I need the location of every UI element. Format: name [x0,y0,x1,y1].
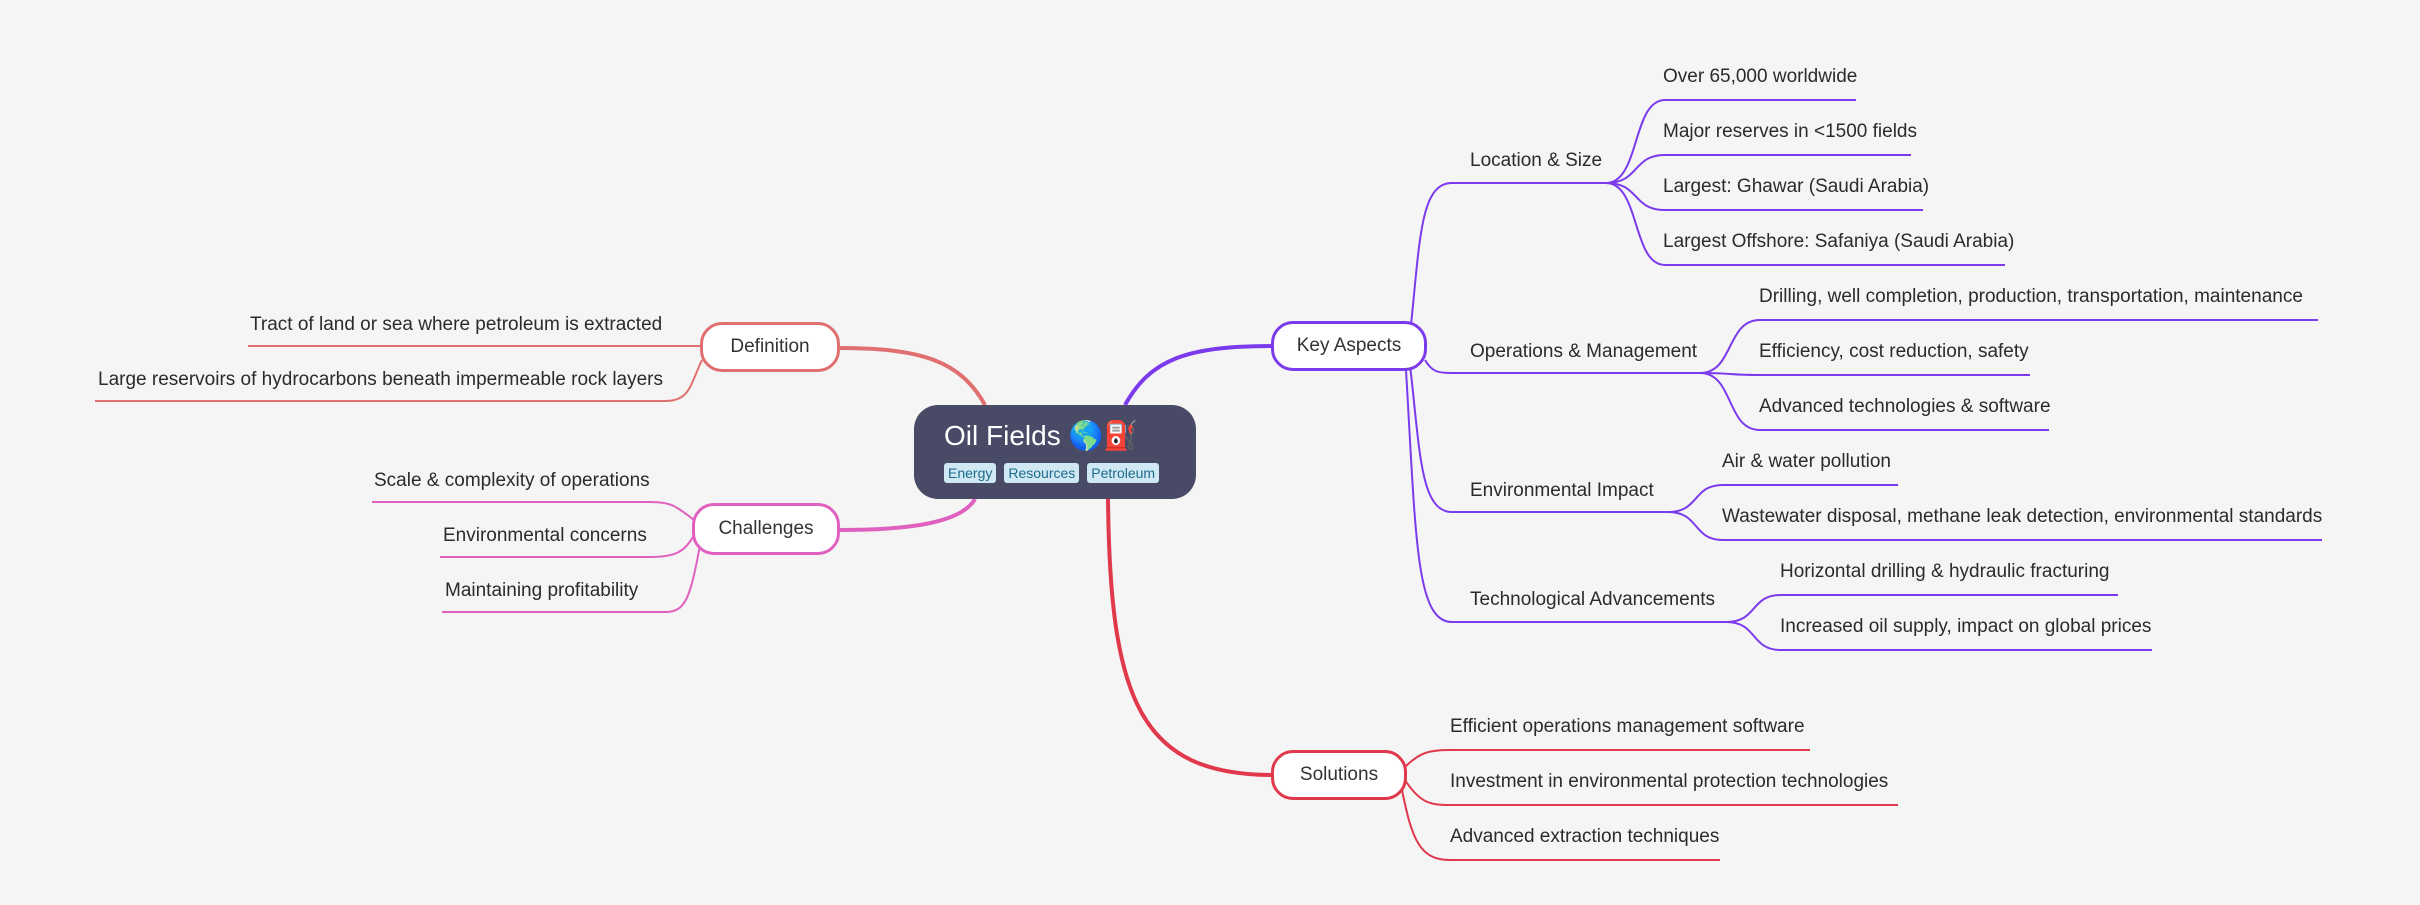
location-item[interactable]: Largest: Ghawar (Saudi Arabia) [1663,176,1930,197]
connector-key-location [1409,182,1606,336]
connector-solutions-item-1 [1404,749,1810,768]
connector-location-item-3 [1605,182,1923,211]
branch-solutions[interactable]: Solutions [1271,750,1407,800]
root-title: Oil Fields 🌎⛽ [944,420,1139,451]
tag-resources[interactable]: Resources [1004,463,1080,483]
solutions-item[interactable]: Efficient operations management software [1450,716,1805,737]
solutions-item[interactable]: Advanced extraction techniques [1450,826,1720,847]
connector-location-item-1 [1605,99,1856,184]
connector-challenges-item-1 [372,501,695,521]
environment-item[interactable]: Air & water pollution [1722,451,1891,472]
technology-item[interactable]: Increased oil supply, impact on global p… [1780,616,2152,637]
solutions-item[interactable]: Investment in environmental protection t… [1450,771,1889,792]
connector-technology-item-2 [1725,621,2152,651]
connector-key-environment [1409,364,1668,513]
definition-item[interactable]: Tract of land or sea where petroleum is … [250,314,663,335]
connector-root-solutions [1106,498,1274,777]
connector-challenges-item-2 [440,534,695,558]
tag-petroleum[interactable]: Petroleum [1087,463,1160,483]
group-environmental-impact[interactable]: Environmental Impact [1470,480,1654,501]
operations-item[interactable]: Advanced technologies & software [1759,396,2051,417]
connector-root-key-aspects [1123,344,1274,406]
connector-environment-item-2 [1667,511,2322,541]
challenges-item[interactable]: Environmental concerns [443,525,647,546]
connector-definition-item-2 [95,359,703,402]
connector-key-operations [1424,359,1700,374]
connector-challenges-item-3 [442,544,701,613]
environment-item[interactable]: Wastewater disposal, methane leak detect… [1722,506,2323,527]
branch-definition[interactable]: Definition [700,322,840,372]
location-item[interactable]: Largest Offshore: Safaniya (Saudi Arabia… [1663,231,2015,252]
group-operations-management[interactable]: Operations & Management [1470,341,1698,362]
branch-challenges[interactable]: Challenges [692,503,840,555]
challenges-item[interactable]: Scale & complexity of operations [374,470,650,491]
definition-item[interactable]: Large reservoirs of hydrocarbons beneath… [98,369,663,390]
connector-environment-item-1 [1667,484,1898,513]
connector-operations-item-3 [1699,372,2049,431]
group-technological-advancements[interactable]: Technological Advancements [1470,589,1716,610]
connector-operations-item-1 [1699,319,2318,374]
location-item[interactable]: Over 65,000 worldwide [1663,66,1858,87]
connector-root-definition [837,346,987,406]
technology-item[interactable]: Horizontal drilling & hydraulic fracturi… [1780,561,2110,582]
connector-operations-item-2 [1699,372,2030,376]
connector-key-technology [1405,369,1726,623]
connector-solutions-item-3 [1401,789,1720,861]
branch-key-aspects[interactable]: Key Aspects [1271,321,1427,371]
challenges-item[interactable]: Maintaining profitability [445,580,639,601]
connector-location-item-2 [1605,154,1911,184]
connector-location-item-4 [1605,182,2005,266]
tag-energy[interactable]: Energy [944,463,997,483]
connector-solutions-item-2 [1404,779,1898,806]
operations-item[interactable]: Drilling, well completion, production, t… [1759,286,2303,307]
root-node[interactable]: Oil Fields 🌎⛽ Energy Resources Petroleum [914,405,1196,499]
location-item[interactable]: Major reserves in <1500 fields [1663,121,1917,142]
connector-technology-item-1 [1725,594,2118,623]
operations-item[interactable]: Efficiency, cost reduction, safety [1759,341,2029,362]
group-location-size[interactable]: Location & Size [1470,150,1603,171]
connector-root-challenges [837,497,977,532]
root-tags: Energy Resources Petroleum [944,463,1196,483]
